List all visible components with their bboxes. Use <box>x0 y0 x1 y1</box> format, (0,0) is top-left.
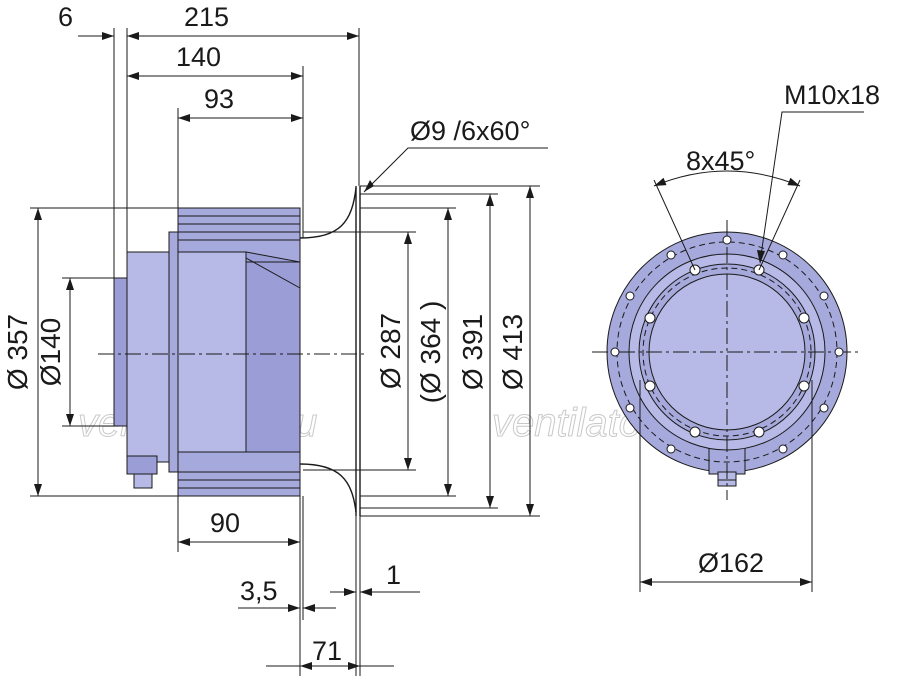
dim-d140-left: Ø140 <box>35 318 66 387</box>
motor-rear-cap <box>113 277 129 427</box>
dim-d364: (Ø 364 ) <box>415 301 446 404</box>
dim-90: 90 <box>210 508 240 538</box>
thread-note: M10x18 <box>784 80 880 110</box>
outer-holes <box>610 235 844 454</box>
inlet-nozzle-top <box>299 187 357 239</box>
dim-3-5: 3,5 <box>240 576 278 606</box>
dim-d391: Ø 391 <box>457 314 488 390</box>
dim-215: 215 <box>184 2 229 32</box>
thread-leader <box>759 111 864 263</box>
impeller-fins <box>178 215 300 489</box>
angle-note: 8x45° <box>686 146 755 176</box>
side-view: 6 215 140 93 Ø9 /6x60° Ø 357 Ø140 Ø 287 … <box>2 2 548 676</box>
dim-1: 1 <box>386 560 401 590</box>
front-view: 8x45° M10x18 Ø162 <box>592 80 880 592</box>
dim-d357: Ø 357 <box>2 314 33 390</box>
terminal-plug <box>133 473 153 489</box>
impeller-inner <box>177 251 247 453</box>
dim-140-top: 140 <box>176 42 221 72</box>
impeller-cone <box>245 251 301 453</box>
dim-d413: Ø 413 <box>497 314 528 390</box>
inlet-nozzle-bottom <box>299 463 357 513</box>
terminal-box <box>126 455 158 475</box>
hole-note: Ø9 /6x60° <box>410 116 530 146</box>
dim-d287: Ø 287 <box>375 313 406 389</box>
dim-93: 93 <box>204 84 234 114</box>
dim-d162: Ø162 <box>698 548 764 578</box>
inner-holes <box>644 264 810 438</box>
angle-arc <box>653 170 801 187</box>
motor-housing <box>126 251 171 463</box>
hole-note-leader <box>363 147 548 193</box>
dim-6: 6 <box>58 2 73 32</box>
dim-71: 71 <box>312 636 342 666</box>
